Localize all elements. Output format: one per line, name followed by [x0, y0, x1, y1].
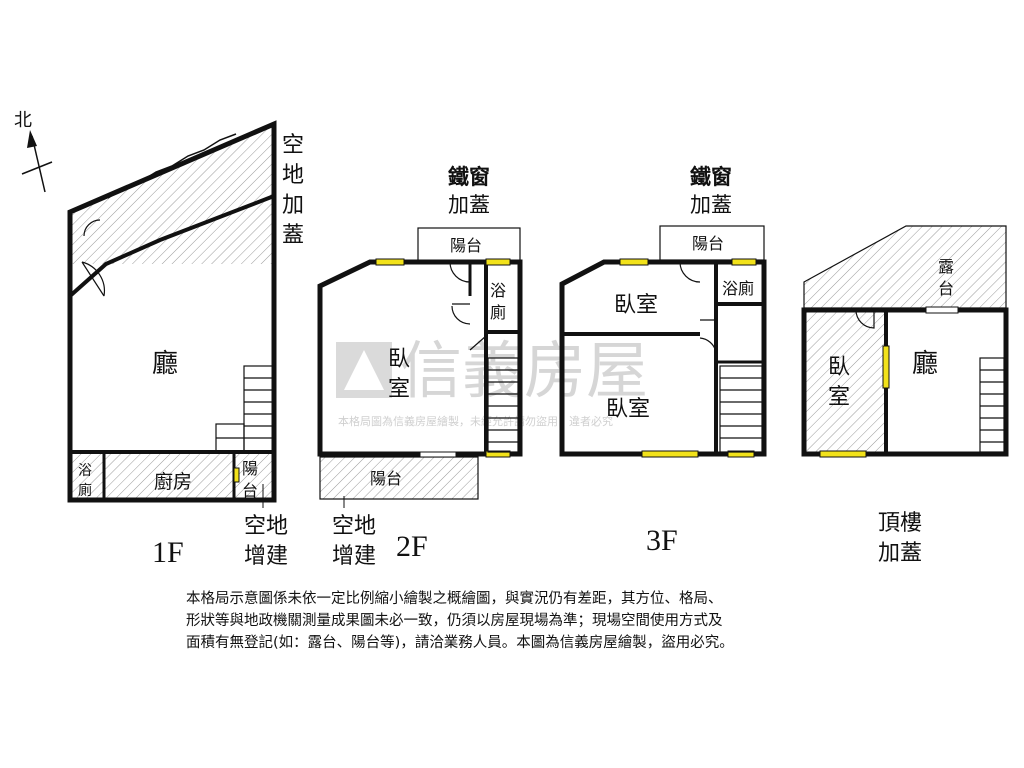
floor-1-stairs: [215, 365, 275, 453]
disclaimer-line: 面積有無登記(如：露台、陽台等)，請洽業務人員。本圖為信義房屋繪製，盜用必究。: [186, 635, 734, 651]
floor-3-iron-window-2: 加蓋: [690, 193, 732, 217]
roof-door-icon: [855, 309, 875, 329]
floor-1-addon-right-4: 蓋: [282, 223, 304, 248]
roof-label-2: 加蓋: [878, 541, 922, 566]
watermark-brand: 信義房屋: [400, 334, 648, 407]
roof-stairs: [979, 357, 1005, 453]
disclaimer-notes: 本格局示意圖係未依一定比例縮小繪製之概繪圖，與實況仍有差距，其方位、格局、 形狀…: [186, 588, 906, 654]
floor-3-top-balcony-label: 陽台: [692, 234, 724, 253]
floor-2-bottom-balcony: [319, 456, 479, 500]
floor-2-plan: 鐵窗 加蓋 陽台 陽台 浴 廁 臥 室 空地 增建 2F: [317, 164, 523, 569]
floor-3-bedroom-top-label: 臥室: [614, 293, 658, 318]
roof-label-1: 頂樓: [878, 511, 922, 536]
floor-2-bath-label-1: 浴: [490, 281, 506, 300]
floor-2-iron-window-1: 鐵窗: [448, 164, 490, 189]
floor-2-outer-wall: [317, 259, 523, 457]
floor-2-label: 2F: [396, 530, 428, 563]
floor-2-bedroom-label-2: 室: [388, 377, 410, 402]
floor-1-addon-bottom-1: 空地: [244, 514, 288, 539]
floor-3-stairs: [719, 365, 763, 453]
floor-1-addon-right-3: 加: [282, 193, 304, 218]
floor-2-top-balcony-label: 陽台: [450, 236, 482, 255]
floor-1-addition-hatch: [70, 124, 274, 264]
roof-terrace: [803, 225, 1007, 309]
compass-north-label: 北: [14, 110, 32, 131]
floor-3-plan: 鐵窗 加蓋 陽台 浴廁 臥室 臥室 3F: [559, 164, 767, 557]
floor-1-window-icon: [233, 467, 240, 483]
floor-1-addon-right-1: 空: [282, 133, 304, 158]
north-compass: 北: [14, 110, 53, 193]
floor-3-label: 3F: [646, 524, 678, 557]
roof-terrace-label-2: 台: [938, 279, 954, 298]
disclaimer-line: 形狀等與地政機關測量成果圖未必一致，仍須以房屋現場為準；現場空間使用方式及: [186, 613, 723, 629]
roof-plan: 露 台 臥 室 廳 頂樓 加蓋: [801, 225, 1009, 566]
disclaimer-line: 本格局示意圖係未依一定比例縮小繪製之概繪圖，與實況仍有差距，其方位、格局、: [186, 591, 723, 607]
floor-1-addon-right-2: 地: [282, 163, 304, 188]
roof-bedroom-label-2: 室: [828, 385, 850, 410]
floor-2-addon-bottom-2: 增建: [332, 544, 376, 569]
floor-2-stairs: [487, 357, 519, 453]
watermark-logo-house-icon: [344, 350, 384, 390]
floor-3-window-icon: [619, 258, 649, 266]
floor-1-entry-door-icon: [81, 261, 106, 297]
floor-1-balcony-label-1: 陽: [242, 459, 258, 478]
floor-1-plan: 廳 廚房 浴 廁 陽 台 空 地 加 蓋 空地 增建 1F: [67, 120, 304, 569]
compass-arrowhead-icon: [27, 130, 37, 148]
floor-1-addon-bottom-2: 增建: [244, 544, 288, 569]
roof-terrace-label-1: 露: [938, 257, 954, 276]
floor-3-door-icon: [679, 261, 701, 283]
floor-1-bath-label-1: 浴: [78, 463, 92, 479]
floor-2-bottom-balcony-label: 陽台: [370, 469, 402, 488]
floor-2-iron-window-2: 加蓋: [448, 193, 490, 217]
floor-3-iron-window-1: 鐵窗: [690, 164, 732, 189]
floor-1-label: 1F: [152, 536, 184, 569]
floor-1-door-icon: [83, 219, 101, 237]
floor-1-bath-label-2: 廁: [78, 482, 92, 499]
floor-1-outer-wall: [67, 120, 277, 503]
roof-bedroom-label-1: 臥: [828, 355, 850, 380]
floor-2-bedroom-label-1: 臥: [388, 347, 410, 372]
floor-1-balcony-label-2: 台: [242, 481, 258, 500]
floor-2-window-icon: [375, 258, 405, 266]
watermark-subtext: 本格局圖為信義房屋繪製，未經允許請勿盜用，違者必究: [338, 414, 613, 428]
roof-hall-label: 廳: [912, 349, 938, 379]
floor-2-bath-label-2: 廁: [490, 303, 506, 322]
floor-3-outer-wall: [559, 259, 767, 457]
floor-3-bedroom-bottom-label: 臥室: [606, 397, 650, 422]
floor-1-kitchen-label: 廚房: [154, 470, 192, 493]
floor-1-inner-wall: [68, 194, 275, 298]
floor-2-addon-bottom-1: 空地: [332, 514, 376, 539]
roof-window-icon: [882, 345, 890, 389]
floor-1-hall-label: 廳: [152, 349, 178, 379]
watermark: 信義房屋 本格局圖為信義房屋繪製，未經允許請勿盜用，違者必究: [336, 334, 648, 428]
floor-3-bath-label: 浴廁: [722, 279, 754, 298]
roof-bedroom-hatch: [804, 310, 884, 454]
floor-2-door-icon: [449, 261, 471, 283]
